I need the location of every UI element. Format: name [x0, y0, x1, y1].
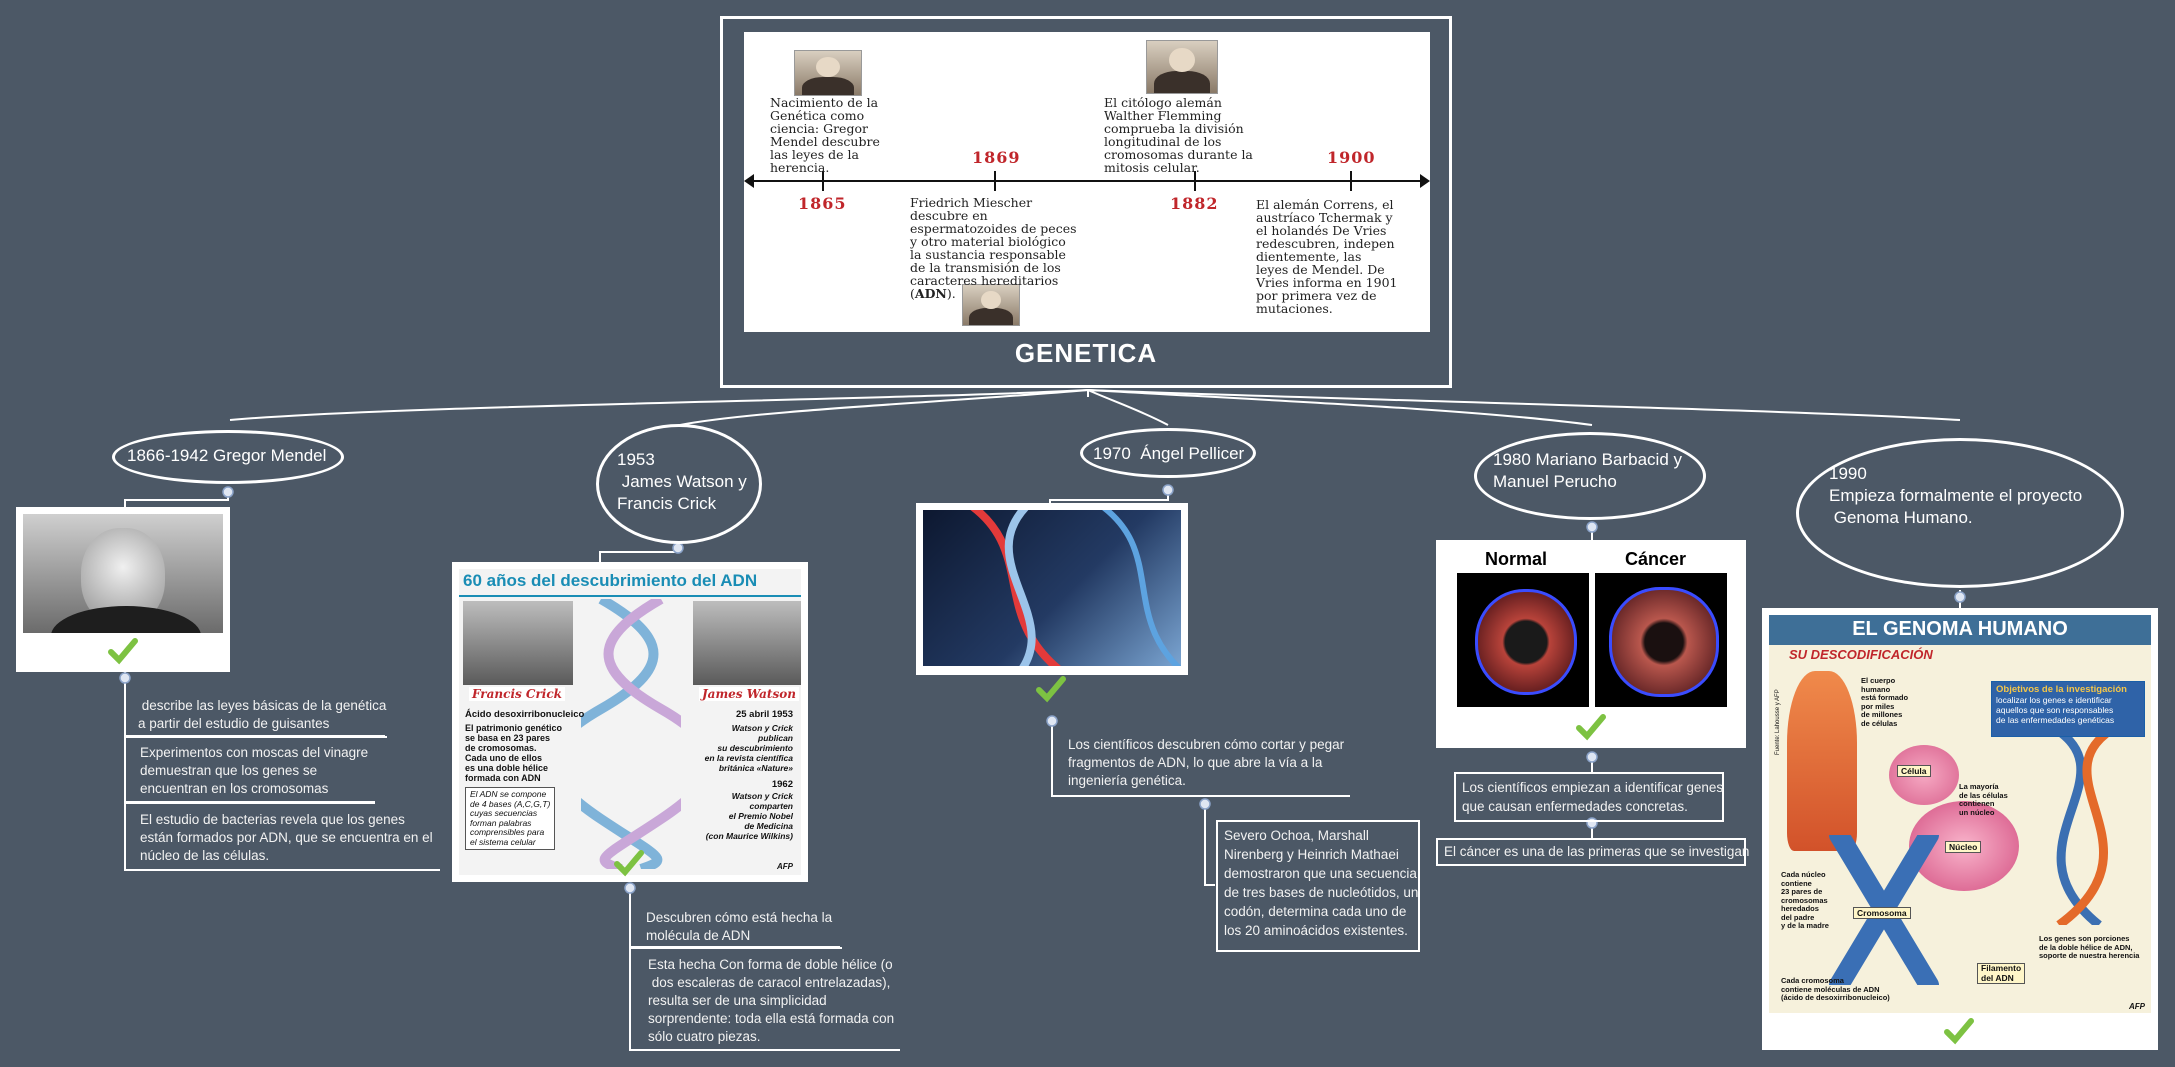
timeline-year: 1882: [1170, 194, 1219, 213]
check-icon: [614, 848, 644, 878]
poster-date-1: 25 abril 1953: [736, 709, 793, 720]
timeline-text: El citólogo alemán Walther Flemming comp…: [1104, 96, 1253, 174]
label-normal: Normal: [1485, 549, 1547, 570]
timeline-text: Nacimiento de la Genética como ciencia: …: [770, 96, 880, 174]
check-icon: [108, 636, 138, 666]
timeline-axis: [748, 180, 1426, 182]
cancer-cell-image: [1595, 573, 1727, 707]
poster-left-text: El patrimonio genético se basa en 23 par…: [465, 723, 562, 783]
note-underline: [125, 802, 375, 804]
node-mendel[interactable]: 1866-1942 Gregor Mendel: [112, 430, 344, 484]
node-label: 1866-1942 Gregor Mendel: [127, 445, 326, 467]
node-pellicer[interactable]: 1970 Ángel Pellicer: [1080, 428, 1256, 478]
pellicer-note-2[interactable]: Severo Ochoa, Marshall Nirenberg y Heinr…: [1216, 820, 1420, 952]
node-label: 1953 James Watson y Francis Crick: [617, 449, 747, 515]
dna-strand-frame: [916, 503, 1188, 675]
barbacid-note-2[interactable]: El cáncer es una de las primeras que se …: [1436, 838, 1746, 866]
timeline-tick: [1350, 171, 1352, 191]
check-icon: [1036, 674, 1066, 704]
mendel-note-2[interactable]: Experimentos con moscas del vinagre demu…: [140, 744, 368, 798]
watson-photo: [693, 601, 801, 685]
label-chromosome: Cromosoma: [1853, 907, 1911, 919]
check-icon: [1944, 1016, 1974, 1046]
genome-poster-title: EL GENOMA HUMANO: [1769, 618, 2151, 641]
crick-label: Francis Crick: [469, 687, 565, 701]
poster-credit: AFP: [777, 862, 793, 871]
genome-credit: AFP: [2129, 1002, 2145, 1011]
poster-left-heading: Ácido desoxirribonucleico: [465, 709, 584, 720]
genome-source: Fuente: Lahousse y AFP: [1775, 689, 1781, 755]
check-icon: [1576, 712, 1606, 742]
mendel-note-3[interactable]: El estudio de bacterias revela que los g…: [140, 811, 433, 865]
label-cancer: Cáncer: [1625, 549, 1686, 570]
timeline-text: El alemán Correns, el austríaco Tchermak…: [1256, 198, 1397, 315]
dna-poster: 60 años del descubrimiento del ADN Franc…: [459, 569, 801, 875]
root-title: GENETICA: [723, 338, 1449, 369]
step-4: Cada cromosoma contiene moléculas de ADN…: [1781, 977, 1890, 1003]
note-underline: [630, 947, 842, 949]
label-nucleus: Núcleo: [1945, 841, 1981, 853]
poster-title: 60 años del descubrimiento del ADN: [463, 571, 757, 591]
step-2: La mayoría de las células contienen un n…: [1959, 783, 2008, 817]
node-genoma-humano[interactable]: 1990 Empieza formalmente el proyecto Gen…: [1796, 438, 2124, 588]
step-3: Cada núcleo contiene 23 pares de cromoso…: [1781, 871, 1829, 931]
node-label: 1980 Mariano Barbacid y Manuel Perucho: [1493, 449, 1682, 493]
dna-strand-image: [923, 510, 1181, 666]
genome-poster-frame: EL GENOMA HUMANO SU DESCODIFICACIÓN Obje…: [1762, 608, 2158, 1050]
node-watson-crick[interactable]: 1953 James Watson y Francis Crick: [596, 424, 762, 544]
poster-right-text-2: Watson y Crick comparten el Premio Nobel…: [706, 791, 793, 841]
node-barbacid-perucho[interactable]: 1980 Mariano Barbacid y Manuel Perucho: [1474, 432, 1706, 520]
label-cell: Célula: [1897, 765, 1931, 777]
pellicer-note-1[interactable]: Los científicos descubren cómo cortar y …: [1068, 736, 1344, 790]
step-5: Los genes son porciones de la doble héli…: [2039, 935, 2139, 961]
human-figure: [1787, 671, 1857, 851]
objectives-title: Objetivos de la investigación: [1996, 684, 2140, 695]
watson-label: James Watson: [699, 687, 799, 701]
timeline-year: 1865: [798, 194, 847, 213]
note-underline: [125, 736, 387, 738]
poster-right-text-1: Watson y Crick publican su descubrimient…: [705, 723, 793, 773]
crick-photo: [463, 601, 573, 685]
cell-comparison-image: Normal Cáncer: [1443, 547, 1739, 715]
timeline-text: Friedrich Miescher descubre en espermato…: [910, 196, 1077, 300]
timeline-arrow-left: [744, 174, 754, 188]
objectives-text: localizar los genes e identificar aquell…: [1996, 695, 2140, 725]
label-dna: Filamento del ADN: [1977, 963, 2025, 984]
mendel-note-1[interactable]: describe las leyes básicas de la genétic…: [138, 697, 386, 733]
flemming-portrait: [1146, 40, 1218, 94]
timeline-arrow-right: [1420, 174, 1430, 188]
mendel-photo: [23, 514, 223, 633]
dna-poster-frame: 60 años del descubrimiento del ADN Franc…: [452, 562, 808, 882]
barbacid-note-1[interactable]: Los científicos empiezan a identificar g…: [1454, 772, 1724, 822]
genome-poster-subtitle: SU DESCODIFICACIÓN: [1789, 647, 1933, 662]
normal-cell-image: [1457, 573, 1589, 707]
timeline-tick: [994, 171, 996, 191]
node-label: 1990 Empieza formalmente el proyecto Gen…: [1829, 463, 2082, 529]
genome-poster: EL GENOMA HUMANO SU DESCODIFICACIÓN Obje…: [1769, 615, 2151, 1013]
timeline-image: 1865 1869 1882 1900 Nacimiento de la Gen…: [744, 32, 1430, 332]
dna-helix-illustration: [2019, 725, 2149, 925]
step-1: El cuerpo humano está formado por miles …: [1861, 677, 1908, 728]
timeline-year: 1900: [1327, 148, 1376, 167]
watson-note-2[interactable]: Esta hecha Con forma de doble hélice (o …: [648, 956, 894, 1046]
watson-note-1[interactable]: Descubren cómo está hecha la molécula de…: [646, 909, 832, 945]
node-label: 1970 Ángel Pellicer: [1093, 443, 1244, 465]
timeline-year: 1869: [972, 148, 1021, 167]
mendel-portrait: [794, 50, 862, 96]
poster-box-text: El ADN se compone de 4 bases (A,C,G,T) c…: [465, 787, 555, 850]
poster-date-2: 1962: [772, 779, 793, 790]
dna-helix-illustration: [581, 599, 681, 869]
